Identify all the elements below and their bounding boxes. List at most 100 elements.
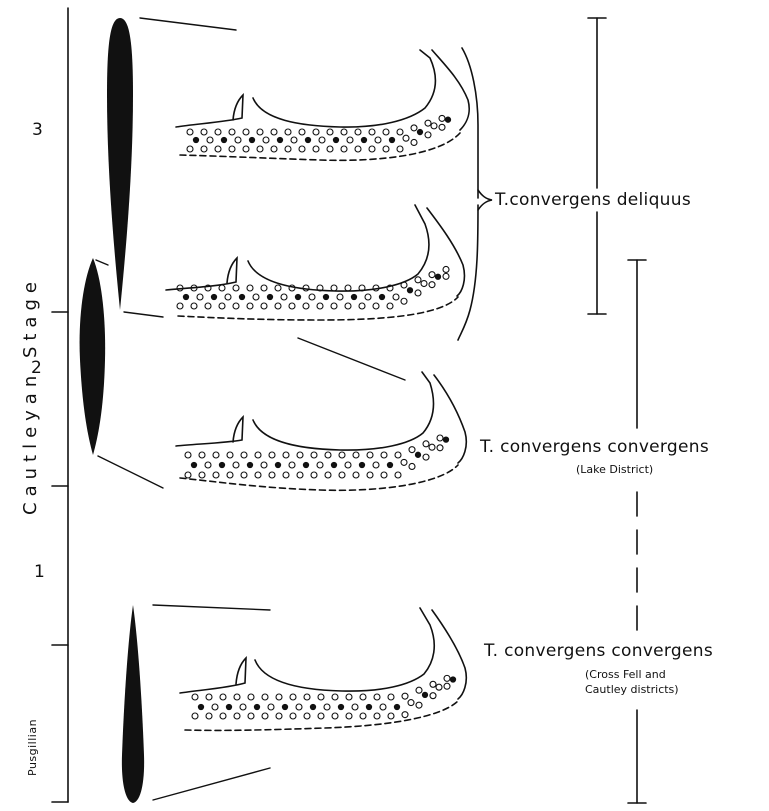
- fringe-pit: [408, 700, 414, 706]
- fringe-pit: [282, 704, 287, 709]
- fringe-pit: [337, 294, 343, 300]
- fringe-pit: [325, 472, 331, 478]
- fringe-pit: [360, 694, 366, 700]
- fringe-pit: [291, 137, 297, 143]
- fringe-pit: [381, 472, 387, 478]
- locality-label-crossfell-line1: (Cross Fell and: [585, 668, 666, 682]
- fringe-pit: [345, 462, 351, 468]
- fringe-pit: [324, 704, 330, 710]
- fringe-pit: [227, 452, 233, 458]
- fringe-pit: [395, 472, 401, 478]
- fringe-pit: [183, 294, 188, 299]
- fringe-pit: [289, 462, 295, 468]
- fringe-pit: [402, 693, 408, 699]
- taxon-label-convergens-crossfell: T. convergens convergens: [484, 641, 713, 661]
- specimen-4: [180, 608, 466, 730]
- fringe-pit: [191, 462, 196, 467]
- fringe-pit: [403, 135, 409, 141]
- fringe-pit: [415, 290, 421, 296]
- fringe-pit: [313, 146, 319, 152]
- fringe-pit: [439, 124, 445, 130]
- fringe-pit: [199, 472, 205, 478]
- fringe-pit: [366, 704, 371, 709]
- fringe-pit: [243, 146, 249, 152]
- fringe-pit: [338, 704, 343, 709]
- fringe-pit: [402, 712, 408, 718]
- fringe-pit: [275, 303, 281, 309]
- fringe-pit: [289, 303, 295, 309]
- fringe-pit: [297, 452, 303, 458]
- fringe-pit: [201, 129, 207, 135]
- fringe-pit: [299, 129, 305, 135]
- fringe-pit: [213, 452, 219, 458]
- fringe-pit: [341, 129, 347, 135]
- fringe-pit: [269, 472, 275, 478]
- fringe-pit: [415, 452, 420, 457]
- fringe-pit: [253, 294, 259, 300]
- fringe-pit: [388, 694, 394, 700]
- fringe-pit: [257, 129, 263, 135]
- fringe-pit: [346, 694, 352, 700]
- taxon-label-deliquus: T.convergens deliquus: [495, 190, 691, 210]
- fringe-pit: [281, 294, 287, 300]
- fringe-pit: [206, 713, 212, 719]
- fringe-pit: [339, 452, 345, 458]
- specimen-2: [166, 205, 478, 340]
- specimen-3: [176, 372, 466, 490]
- fringe-pit: [415, 277, 421, 283]
- fringe-pit: [374, 713, 380, 719]
- fringe-pit: [431, 123, 437, 129]
- fringe-pit: [234, 694, 240, 700]
- fringe-pit: [225, 294, 231, 300]
- fringe-pit: [285, 129, 291, 135]
- fringe-pit: [215, 146, 221, 152]
- fringe-pit: [197, 294, 203, 300]
- fringe-pit: [276, 694, 282, 700]
- fringe-pit: [416, 687, 422, 693]
- fringe-pit: [429, 272, 435, 278]
- fringe-pit: [227, 472, 233, 478]
- fringe-pit: [425, 132, 431, 138]
- lower-stage-label: Pusgillian: [26, 719, 39, 776]
- stratigraphic-axis: [52, 8, 68, 802]
- fringe-pit: [247, 285, 253, 291]
- range-spindle-deliquus: [107, 18, 133, 310]
- fringe-pit: [198, 704, 203, 709]
- fringe-pit: [275, 462, 280, 467]
- fringe-pit: [359, 303, 365, 309]
- fringe-pit: [430, 681, 436, 687]
- fringe-pit: [303, 462, 308, 467]
- fringe-pit: [295, 294, 300, 299]
- fringe-pit: [299, 146, 305, 152]
- range-spindle-convergens-crossfell: [122, 605, 144, 803]
- fringe-pit: [303, 303, 309, 309]
- fringe-pit: [429, 444, 435, 450]
- fringe-pit: [327, 146, 333, 152]
- fringe-pit: [271, 129, 277, 135]
- fringe-pit: [240, 704, 246, 710]
- fringe-pit: [192, 713, 198, 719]
- fringe-pit: [261, 462, 267, 468]
- fringe-pit: [263, 137, 269, 143]
- fringe-pit: [360, 713, 366, 719]
- fringe-pit: [437, 435, 443, 441]
- fringe-pit: [177, 303, 183, 309]
- fringe-pit: [437, 445, 443, 451]
- fringe-pit: [233, 285, 239, 291]
- fringe-pit: [351, 294, 356, 299]
- fringe-pit: [417, 129, 422, 134]
- fringe-pit: [277, 137, 282, 142]
- fringe-pit: [409, 463, 415, 469]
- fringe-pit: [394, 704, 399, 709]
- fringe-pit: [401, 282, 407, 288]
- fringe-pit: [331, 285, 337, 291]
- fringe-pit: [369, 146, 375, 152]
- fringe-pit: [290, 694, 296, 700]
- fringe-pit: [304, 694, 310, 700]
- fringe-pit: [213, 472, 219, 478]
- fringe-pit: [339, 472, 345, 478]
- fringe-pit: [345, 285, 351, 291]
- fringe-pit: [332, 713, 338, 719]
- specimen-4-pits: [192, 675, 456, 719]
